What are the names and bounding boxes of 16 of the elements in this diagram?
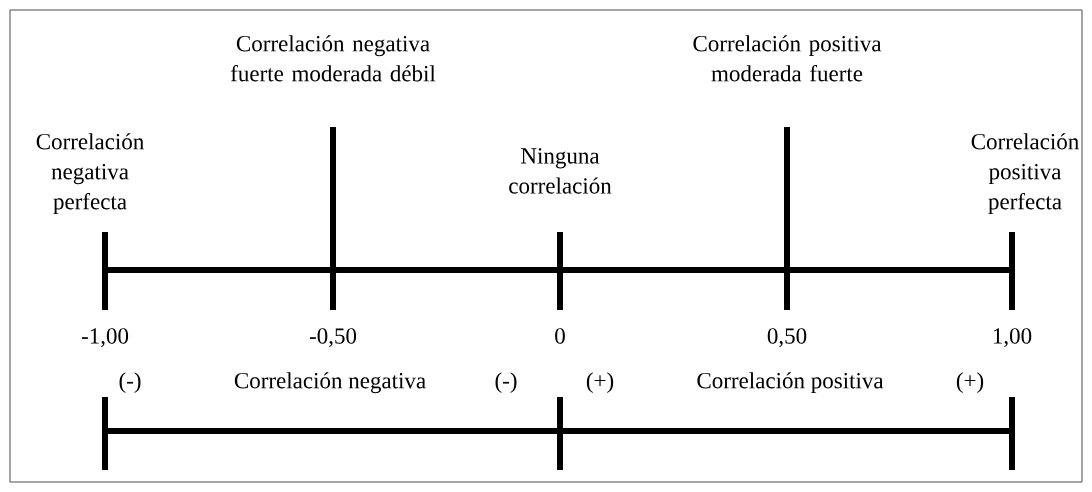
category-label: Ninguna correlación (509, 148, 612, 194)
category-label: Correlación negativa fuerte moderada débil (230, 35, 436, 82)
sign-label: (+) (956, 372, 984, 394)
sign-label: (+) (586, 372, 614, 394)
sign-label: (-) (495, 372, 517, 394)
category-label: Correlación positiva moderada fuerte (693, 35, 882, 82)
category-label: Correlación positiva perfecta (971, 133, 1079, 215)
tick-label: 0 (555, 328, 565, 344)
tick-label: 0,50 (767, 328, 807, 348)
tick-label: -1,00 (81, 328, 129, 348)
tick-label: 1,00 (993, 328, 1032, 348)
category-label: Correlación negativa perfecta (36, 133, 144, 215)
tick-label: -0,50 (309, 328, 357, 348)
range-label: Correlación positiva (697, 372, 884, 394)
range-label: Correlación negativa (234, 372, 426, 394)
sign-label: (-) (119, 372, 141, 394)
